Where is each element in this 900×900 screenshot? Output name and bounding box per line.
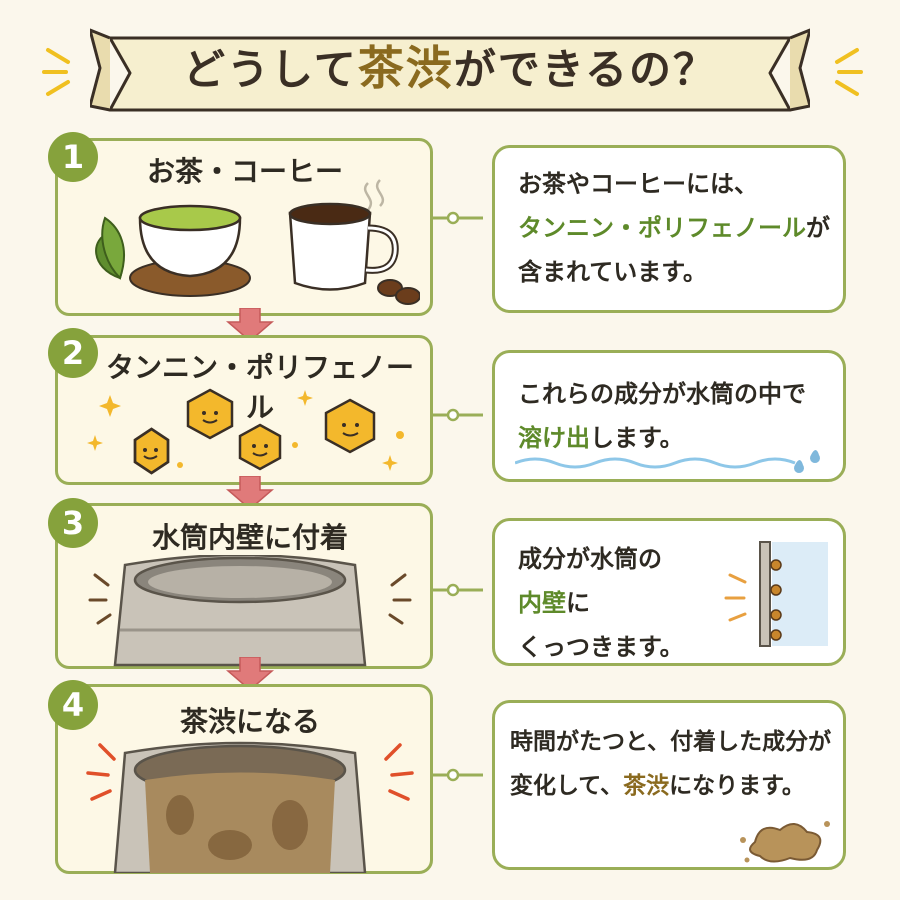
description-line: 内壁に	[518, 581, 684, 625]
description-line: お茶やコーヒーには、	[518, 162, 830, 206]
step-1-title: お茶・コーヒー	[146, 155, 343, 188]
smiling-hexagon-icon	[186, 388, 234, 440]
description-text: に	[566, 589, 590, 617]
step-2-title: タンニン・ポリフェノール	[105, 351, 414, 424]
down-arrow-icon	[225, 308, 275, 342]
connector-line	[433, 583, 483, 597]
description-text: くっつきます。	[518, 633, 684, 661]
description-line: 含まれています。	[518, 250, 830, 294]
connector-line	[433, 408, 483, 422]
inner-wall-diagram	[724, 541, 828, 647]
highlight-lines-icon	[88, 573, 412, 625]
description-line: 時間がたつと、付着した成分が	[510, 720, 831, 764]
smiling-hexagon-icon	[324, 398, 376, 454]
down-arrow-icon	[225, 476, 275, 510]
clean-bottle-interior-illustration	[88, 555, 412, 667]
water-wave-icon	[515, 450, 820, 473]
highlighted-term: 溶け出	[518, 424, 590, 452]
sparkle-lines-icon	[42, 48, 70, 96]
smiling-hexagon-icon	[133, 427, 170, 475]
step-4-description: 時間がたつと、付着した成分が変化して、茶渋になります。	[510, 720, 831, 808]
description-text: 変化して、	[510, 773, 624, 799]
step-4-badge: 4	[48, 680, 98, 730]
step-3-description: 成分が水筒の内壁にくっつきます。	[518, 537, 684, 669]
description-text: これらの成分が水筒の中で	[518, 380, 806, 408]
step-3-badge: 3	[48, 498, 98, 548]
step-4-title: 茶渋になる	[179, 705, 320, 738]
page-title: どうして茶渋ができるの？	[183, 41, 717, 95]
down-arrow-icon	[225, 657, 275, 691]
description-text: が	[806, 214, 830, 242]
green-tea-cup-icon	[138, 204, 242, 278]
step-1-badge: 1	[48, 132, 98, 182]
tea-leaf-icon	[95, 216, 125, 280]
stained-bottle-interior-illustration	[86, 741, 414, 873]
sparkle-lines-icon	[835, 48, 863, 96]
description-line: 変化して、茶渋になります。	[510, 764, 831, 808]
highlighted-term: タンニン・ポリフェノール	[518, 214, 806, 242]
sparkle-icon	[87, 390, 404, 471]
coffee-mug-icon	[288, 202, 399, 291]
step-1-description-bubble	[492, 145, 846, 313]
description-text: 時間がたつと、付着した成分が	[510, 729, 832, 755]
step-2-description: これらの成分が水筒の中で溶け出します。	[518, 372, 806, 460]
description-line: 溶け出します。	[518, 416, 806, 460]
description-text: します。	[590, 424, 684, 452]
tea-and-coffee-illustration	[95, 179, 420, 305]
connector-line	[433, 211, 483, 225]
step-3-title: 水筒内壁に付着	[151, 521, 348, 554]
smiling-hexagon-icon	[238, 423, 282, 471]
description-line: くっつきます。	[518, 625, 684, 669]
description-text: になります。	[669, 773, 805, 799]
tea-stain-splat-icon	[740, 821, 830, 863]
molecule-characters-illustration	[87, 388, 404, 475]
step-2-badge: 2	[48, 328, 98, 378]
description-text: お茶やコーヒーには、	[518, 170, 758, 198]
description-text: 成分が水筒の	[518, 545, 662, 573]
connector-line	[433, 768, 483, 782]
alert-lines-icon	[86, 743, 414, 801]
title-banner	[90, 28, 810, 112]
highlighted-term: 内壁	[518, 589, 566, 617]
description-text: 含まれています。	[518, 258, 707, 286]
title-highlight: 茶渋	[357, 41, 454, 95]
description-line: これらの成分が水筒の中で	[518, 372, 806, 416]
highlighted-term: 茶渋	[623, 773, 670, 799]
step-1-description: お茶やコーヒーには、タンニン・ポリフェノールが含まれています。	[518, 162, 830, 294]
description-line: タンニン・ポリフェノールが	[518, 206, 830, 250]
description-line: 成分が水筒の	[518, 537, 684, 581]
coffee-bean-icon	[377, 279, 420, 305]
